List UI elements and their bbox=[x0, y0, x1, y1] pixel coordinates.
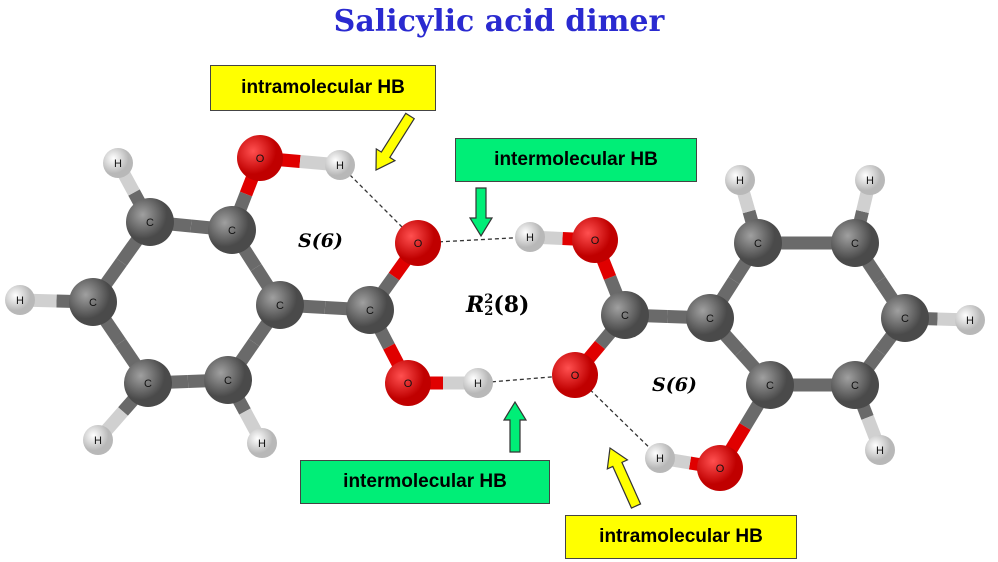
atom-label: H bbox=[114, 158, 122, 170]
atom-label: H bbox=[866, 175, 874, 187]
atom-label: O bbox=[716, 463, 725, 475]
atom-label: O bbox=[414, 238, 423, 250]
atom-label: C bbox=[766, 380, 774, 392]
atom-label: C bbox=[224, 375, 232, 387]
carbon-atom bbox=[204, 356, 252, 404]
hydrogen-atom bbox=[645, 443, 675, 473]
atom-label: H bbox=[16, 295, 24, 307]
arrow-icon bbox=[502, 400, 528, 453]
oxygen-atom bbox=[552, 352, 598, 398]
atom-label: C bbox=[144, 378, 152, 390]
oxygen-atom bbox=[385, 360, 431, 406]
hydrogen-atom bbox=[463, 368, 493, 398]
carbon-atom bbox=[831, 219, 879, 267]
oxygen-atom bbox=[237, 135, 283, 181]
label-intermolecular-hb-top: intermolecular HB bbox=[455, 138, 697, 182]
atom-label: C bbox=[366, 305, 374, 317]
atom-label: H bbox=[94, 435, 102, 447]
oxygen-atom bbox=[572, 217, 618, 263]
arrow-icon bbox=[375, 112, 416, 171]
atom-label: H bbox=[736, 175, 744, 187]
hydrogen-atom bbox=[515, 222, 545, 252]
carbon-atom bbox=[601, 291, 649, 339]
carbon-atom bbox=[831, 361, 879, 409]
atom-label: H bbox=[876, 445, 884, 457]
hydrogen-atom bbox=[325, 150, 355, 180]
hydrogen-atom bbox=[83, 425, 113, 455]
arrow-icon bbox=[468, 187, 494, 238]
carbon-atom bbox=[124, 359, 172, 407]
label-intramolecular-hb-bottom: intramolecular HB bbox=[565, 515, 797, 559]
atom-label: C bbox=[901, 313, 909, 325]
carbon-atom bbox=[734, 219, 782, 267]
hydrogen-bond-dashed bbox=[477, 374, 576, 384]
carbon-atom bbox=[881, 294, 929, 342]
diagram-title: Salicylic acid dimer bbox=[333, 4, 665, 39]
carbon-atom bbox=[208, 206, 256, 254]
carbon-atom bbox=[256, 281, 304, 329]
hydrogen-atom bbox=[865, 435, 895, 465]
hydrogen-atom bbox=[103, 148, 133, 178]
atom-label: C bbox=[851, 380, 859, 392]
atom-label: C bbox=[754, 238, 762, 250]
hydrogen-atom bbox=[855, 165, 885, 195]
carbon-atom bbox=[126, 198, 174, 246]
atom-label: O bbox=[404, 378, 413, 390]
atom-label: C bbox=[276, 300, 284, 312]
label-intermolecular-hb-bottom: intermolecular HB bbox=[300, 460, 550, 504]
hydrogen-atom bbox=[247, 428, 277, 458]
atom-label: C bbox=[146, 217, 154, 229]
label-intramolecular-hb-top: intramolecular HB bbox=[210, 65, 436, 111]
atom-label: H bbox=[656, 453, 664, 465]
carbon-atom bbox=[686, 294, 734, 342]
s6-label-right: S(6) bbox=[652, 374, 697, 396]
atom-label: H bbox=[258, 438, 266, 450]
atom-label: H bbox=[966, 315, 974, 327]
atom-label: O bbox=[571, 370, 580, 382]
s6-label-left: S(6) bbox=[298, 230, 343, 252]
atom-label: C bbox=[706, 313, 714, 325]
carbon-atom bbox=[69, 278, 117, 326]
atom-label: C bbox=[228, 225, 236, 237]
oxygen-atom bbox=[395, 220, 441, 266]
arrow-icon bbox=[606, 446, 642, 509]
atom-label: O bbox=[591, 235, 600, 247]
hydrogen-atom bbox=[955, 305, 985, 335]
atom-label: C bbox=[89, 297, 97, 309]
atom-label: O bbox=[256, 153, 265, 165]
hydrogen-atom bbox=[5, 285, 35, 315]
atom-label: H bbox=[526, 232, 534, 244]
hydrogen-bond-dashed bbox=[574, 374, 661, 459]
oxygen-atom bbox=[697, 445, 743, 491]
atom-label: H bbox=[336, 160, 344, 172]
carbon-atom bbox=[746, 361, 794, 409]
hydrogen-atom bbox=[725, 165, 755, 195]
carbon-atom bbox=[346, 286, 394, 334]
atom-label: C bbox=[851, 238, 859, 250]
hydrogen-bond-dashed bbox=[417, 236, 531, 244]
atom-label: C bbox=[621, 310, 629, 322]
atom-label: H bbox=[474, 378, 482, 390]
